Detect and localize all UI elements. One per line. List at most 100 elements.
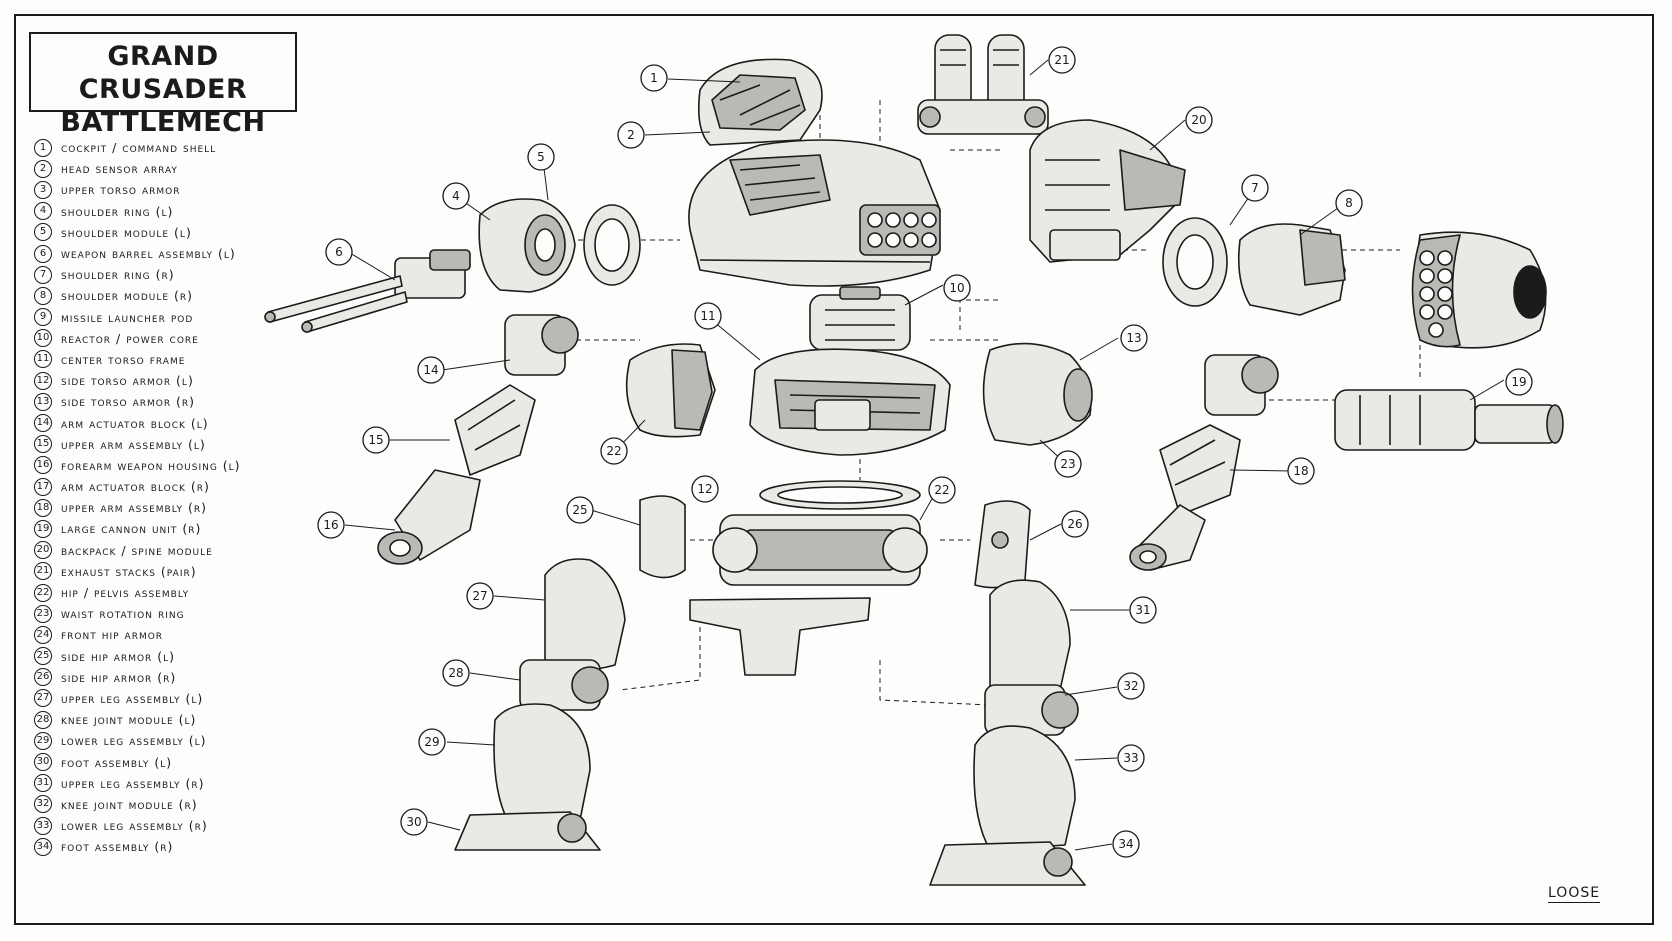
legend-number: 17 [34,477,52,496]
legend-label: WAIST ROTATION RING [61,606,185,622]
legend-item: 9MISSILE LAUNCHER POD [34,307,294,328]
left-side-torso-armor [625,343,716,438]
legend-label: KNEE JOINT MODULE (R) [61,796,198,812]
callout-21 [1048,46,1076,74]
cockpit-shell [697,58,823,146]
callout-7-text: 7 [1251,181,1259,195]
callout-13 [1120,324,1148,352]
legend-label: LOWER LEG ASSEMBLY (L) [61,733,207,749]
callout-22b [928,476,956,504]
legend-number: 25 [34,647,52,666]
legend-label: LOWER LEG ASSEMBLY (R) [61,818,208,834]
callout-28-text: 28 [448,666,463,680]
legend-number: 6 [34,244,52,263]
callout-leader-lines [344,59,1505,851]
callout-5-text: 5 [537,150,545,164]
legend-number: 27 [34,689,52,708]
legend-label: UPPER ARM ASSEMBLY (R) [61,500,208,516]
callout-5 [527,143,555,171]
legend-number: 16 [34,456,52,475]
legend-item: 11CENTER TORSO FRAME [34,349,294,370]
legend-number: 33 [34,816,52,835]
legend-label: HIP / PELVIS ASSEMBLY [61,585,190,601]
hip-armor [639,495,1031,676]
artist-signature: LOOSE [1548,885,1601,903]
title-box: GRAND CRUSADER BATTLEMECH [29,32,297,138]
callout-30 [400,808,428,836]
legend-number: 4 [34,202,52,221]
legend-label: ARM ACTUATOR BLOCK (R) [61,479,210,495]
callout-1-text: 1 [650,71,658,85]
callout-25 [566,496,594,524]
exhaust-stacks [917,34,1049,135]
legend-item: 8SHOULDER MODULE (R) [34,285,294,306]
callout-31-text: 31 [1135,603,1150,617]
legend-item: 26SIDE HIP ARMOR (R) [34,667,294,688]
legend-item: 30FOOT ASSEMBLY (L) [34,751,294,772]
legend-label: LARGE CANNON UNIT (R) [61,521,202,537]
legend-number: 22 [34,583,52,602]
callout-10-text: 10 [949,281,964,295]
legend-label: CENTER TORSO FRAME [61,351,186,367]
waist-ring [759,480,921,510]
legend-label: SIDE TORSO ARMOR (R) [61,394,196,410]
legend-number: 12 [34,371,52,390]
callout-8-text: 8 [1345,196,1353,210]
callout-29 [418,728,446,756]
legend-item: 28KNEE JOINT MODULE (L) [34,709,294,730]
legend-item: 6WEAPON BARREL ASSEMBLY (L) [34,243,294,264]
callout-11 [694,302,722,330]
legend-number: 20 [34,541,52,560]
legend-item: 13SIDE TORSO ARMOR (R) [34,391,294,412]
legend-label: SIDE TORSO ARMOR (L) [61,373,194,389]
legend-label: BACKPACK / SPINE MODULE [61,542,213,558]
callout-14-text: 14 [423,363,438,377]
backpack-module [1029,119,1186,263]
callout-6 [325,238,353,266]
legend-label: SIDE HIP ARMOR (R) [61,669,177,685]
callout-11-text: 11 [700,309,715,323]
legend-number: 30 [34,753,52,772]
legend-item: 5 SHOULDER MODULE (L) [34,222,294,243]
legend-number: 21 [34,562,52,581]
legend-item: 33 LOWER LEG ASSEMBLY (R) [34,815,294,836]
right-side-torso-armor [982,342,1093,446]
legend-label: ARM ACTUATOR BLOCK (L) [61,415,209,431]
callout-25-text: 25 [572,503,587,517]
callout-26 [1061,510,1089,538]
callout-13-text: 13 [1126,331,1141,345]
legend-number: 23 [34,604,52,623]
legend-label: SHOULDER MODULE (L) [61,224,192,240]
legend-number: 5 [34,223,52,242]
legend-item: 18UPPER ARM ASSEMBLY (R) [34,497,294,518]
legend-label: SHOULDER RING (R) [61,267,175,283]
callout-32 [1117,672,1145,700]
legend-number: 7 [34,265,52,284]
left-leg [454,558,626,851]
legend-number: 19 [34,519,52,538]
callout-33 [1117,744,1145,772]
legend-item: 17 ARM ACTUATOR BLOCK (R) [34,476,294,497]
legend-item: 10REACTOR / POWER CORE [34,328,294,349]
callout-bubbles [317,46,1533,858]
legend-label: COCKPIT / COMMAND SHELL [61,140,217,156]
legend-label: SHOULDER MODULE (R) [61,288,194,304]
legend-number: 9 [34,308,52,327]
missile-launcher-pod [1411,231,1547,349]
upper-torso-armor [688,139,941,287]
callout-33-text: 33 [1123,751,1138,765]
legend-number: 28 [34,710,52,729]
legend-label: EXHAUST STACKS (PAIR) [61,563,197,579]
callout-numbers: 1 2 21 20 4 5 6 7 8 10 11 13 14 15 16 18… [323,53,1526,851]
legend-number: 29 [34,731,52,750]
legend-label: UPPER ARM ASSEMBLY (L) [61,436,206,452]
callout-8 [1335,189,1363,217]
callout-22 [600,437,628,465]
legend-label: UPPER LEG ASSEMBLY (R) [61,775,205,791]
legend-item: 24FRONT HIP ARMOR [34,624,294,645]
legend-item: 7 SHOULDER RING (R) [34,264,294,285]
legend-label: SIDE HIP ARMOR (L) [61,648,176,664]
callout-15-text: 15 [368,433,383,447]
legend-label: FRONT HIP ARMOR [61,627,164,643]
right-leg [929,579,1086,886]
